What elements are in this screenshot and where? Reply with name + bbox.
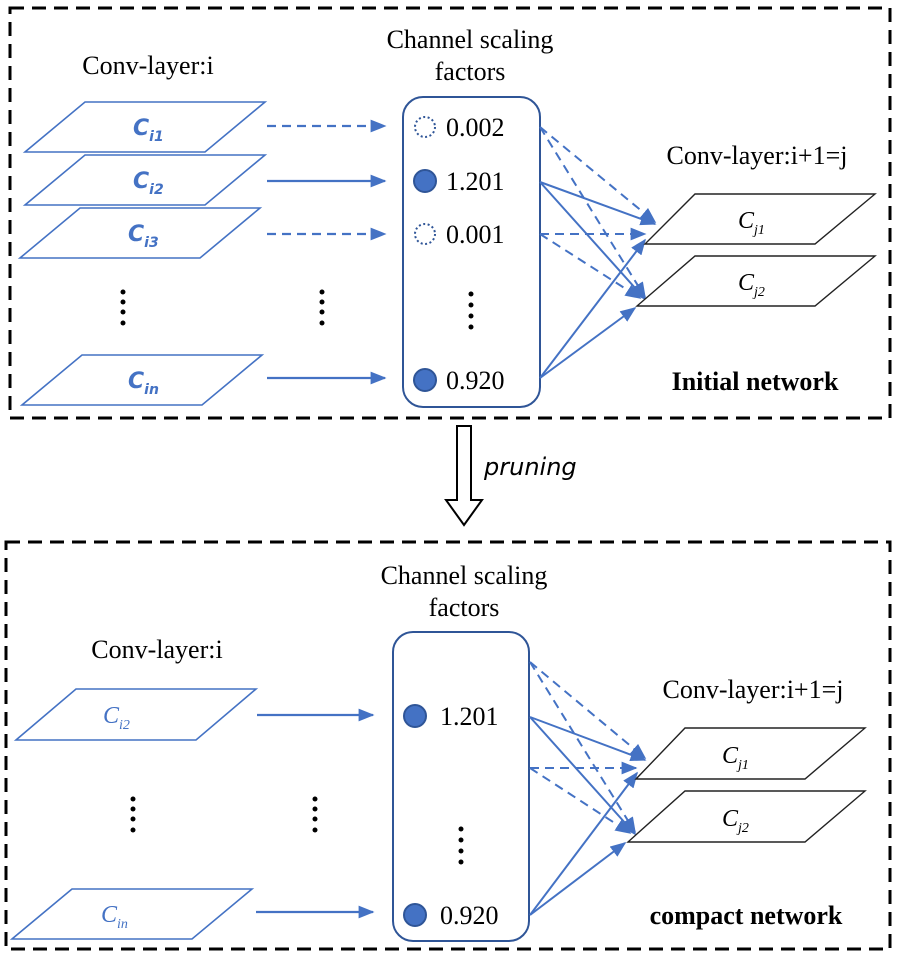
- compact-cj2-sub: j2: [736, 821, 749, 836]
- conn-dashed: [529, 661, 647, 760]
- compact-cin-sub: in: [117, 917, 128, 932]
- kept-factor-marker: [413, 169, 437, 193]
- cin-base: C: [128, 369, 144, 394]
- factor-value: 0.001: [446, 220, 505, 249]
- compact-channel-cin: Cin: [9, 888, 255, 940]
- compact-ellipsis-middle: [312, 796, 318, 833]
- conn-dashed: [539, 126, 646, 299]
- initial-network-title: Initial network: [672, 367, 839, 396]
- compact-cin-base: C: [101, 902, 118, 928]
- initial-next-channel-cj1: Cj1: [643, 193, 877, 245]
- compact-ci2-sub: i2: [119, 718, 130, 733]
- pruned-factor-marker: [414, 116, 436, 138]
- initial-network-panel: Conv-layer:i Channel scaling factors Ci1…: [8, 6, 892, 420]
- ci1-base: C: [133, 116, 149, 141]
- ci3-sub: i3: [144, 235, 159, 251]
- factor-value: 0.002: [446, 113, 505, 142]
- ci3-base: C: [128, 222, 144, 247]
- compact-network-panel: Channel scaling factors Conv-layer:i Ci2…: [4, 540, 892, 951]
- svg-text:Ci2: Ci2: [133, 169, 164, 198]
- compact-ellipsis-factors: [458, 826, 464, 865]
- compact-cj2-base: C: [722, 806, 739, 832]
- initial-channel-ci3: Ci3: [17, 207, 263, 259]
- kept-factor-marker: [413, 368, 437, 392]
- factor-value: 1.201: [446, 167, 505, 196]
- cin-sub: in: [144, 382, 159, 398]
- compact-channel-ci2: Ci2: [13, 688, 259, 741]
- compact-panel-frame: [4, 540, 892, 951]
- kept-factor-marker: [403, 903, 427, 927]
- conn-solid: [539, 307, 637, 379]
- factor-value: 0.920: [446, 366, 505, 395]
- compact-connections: [529, 661, 647, 916]
- conn-dashed: [539, 233, 642, 299]
- conn-solid: [529, 716, 647, 761]
- initial-ellipsis-left: [120, 289, 126, 326]
- initial-connections: [539, 126, 657, 379]
- conn-solid: [529, 716, 637, 836]
- compact-layer-j-label: Conv-layer:i+1=j: [663, 675, 844, 704]
- svg-text:Cj1: Cj1: [722, 743, 749, 773]
- svg-text:Cin: Cin: [101, 902, 128, 932]
- conn-solid: [529, 771, 638, 916]
- svg-text:Cj2: Cj2: [738, 270, 765, 300]
- conn-solid: [539, 181, 647, 301]
- ci2-sub: i2: [149, 182, 164, 198]
- pruned-factor-marker: [414, 223, 436, 245]
- svg-text:Cj2: Cj2: [722, 806, 749, 836]
- initial-ellipsis-factors: [468, 291, 474, 330]
- factor-value: 1.201: [440, 702, 499, 731]
- svg-text:Cj1: Cj1: [738, 208, 765, 238]
- initial-layer-j-label: Conv-layer:i+1=j: [667, 141, 848, 170]
- initial-scaling-label-line2: factors: [435, 57, 506, 86]
- pruning-arrow-icon: [444, 425, 484, 527]
- conn-solid: [539, 238, 646, 379]
- compact-scaling-factor-box: [392, 631, 530, 942]
- compact-next-channel-cj2: Cj2: [626, 790, 867, 843]
- initial-ellipsis-middle: [319, 289, 325, 326]
- initial-scaling-factor-box: [402, 96, 541, 408]
- initial-next-channel-cj2: Cj2: [635, 255, 877, 307]
- svg-text:Cin: Cin: [128, 369, 159, 398]
- ci1-sub: i1: [149, 129, 164, 145]
- pruning-transition: pruning: [444, 425, 577, 527]
- compact-layer-i-label: Conv-layer:i: [91, 635, 222, 664]
- compact-ci2-base: C: [103, 703, 120, 729]
- conn-dashed: [529, 661, 636, 834]
- svg-text:Ci3: Ci3: [128, 222, 159, 251]
- initial-channel-ci2: Ci2: [22, 154, 268, 206]
- pruning-label: pruning: [483, 453, 577, 481]
- initial-panel-frame: [8, 6, 892, 420]
- cj1-sub: j1: [752, 223, 765, 238]
- svg-text:Ci2: Ci2: [103, 703, 130, 733]
- initial-scaling-label-line1: Channel scaling: [387, 25, 554, 54]
- kept-factor-marker: [403, 704, 427, 728]
- compact-next-channel-cj1: Cj1: [634, 727, 867, 780]
- compact-scaling-label-line1: Channel scaling: [381, 561, 548, 590]
- factor-value: 0.920: [440, 901, 499, 930]
- cj1-base: C: [738, 208, 755, 234]
- initial-channel-ci1: Ci1: [22, 101, 268, 153]
- conn-dashed: [539, 126, 657, 224]
- cj2-sub: j2: [752, 285, 765, 300]
- compact-cj1-base: C: [722, 743, 739, 769]
- compact-scaling-label-line2: factors: [429, 593, 500, 622]
- conn-solid: [539, 181, 657, 226]
- initial-layer-i-label: Conv-layer:i: [82, 51, 213, 80]
- conn-solid: [529, 842, 627, 916]
- compact-cj1-sub: j1: [736, 758, 749, 773]
- conn-dashed: [529, 767, 632, 834]
- initial-channel-cin: Cin: [19, 354, 265, 406]
- svg-text:Ci1: Ci1: [133, 116, 164, 145]
- ci2-base: C: [133, 169, 149, 194]
- cj2-base: C: [738, 270, 755, 296]
- compact-network-title: compact network: [650, 901, 843, 930]
- compact-ellipsis-left: [130, 796, 136, 833]
